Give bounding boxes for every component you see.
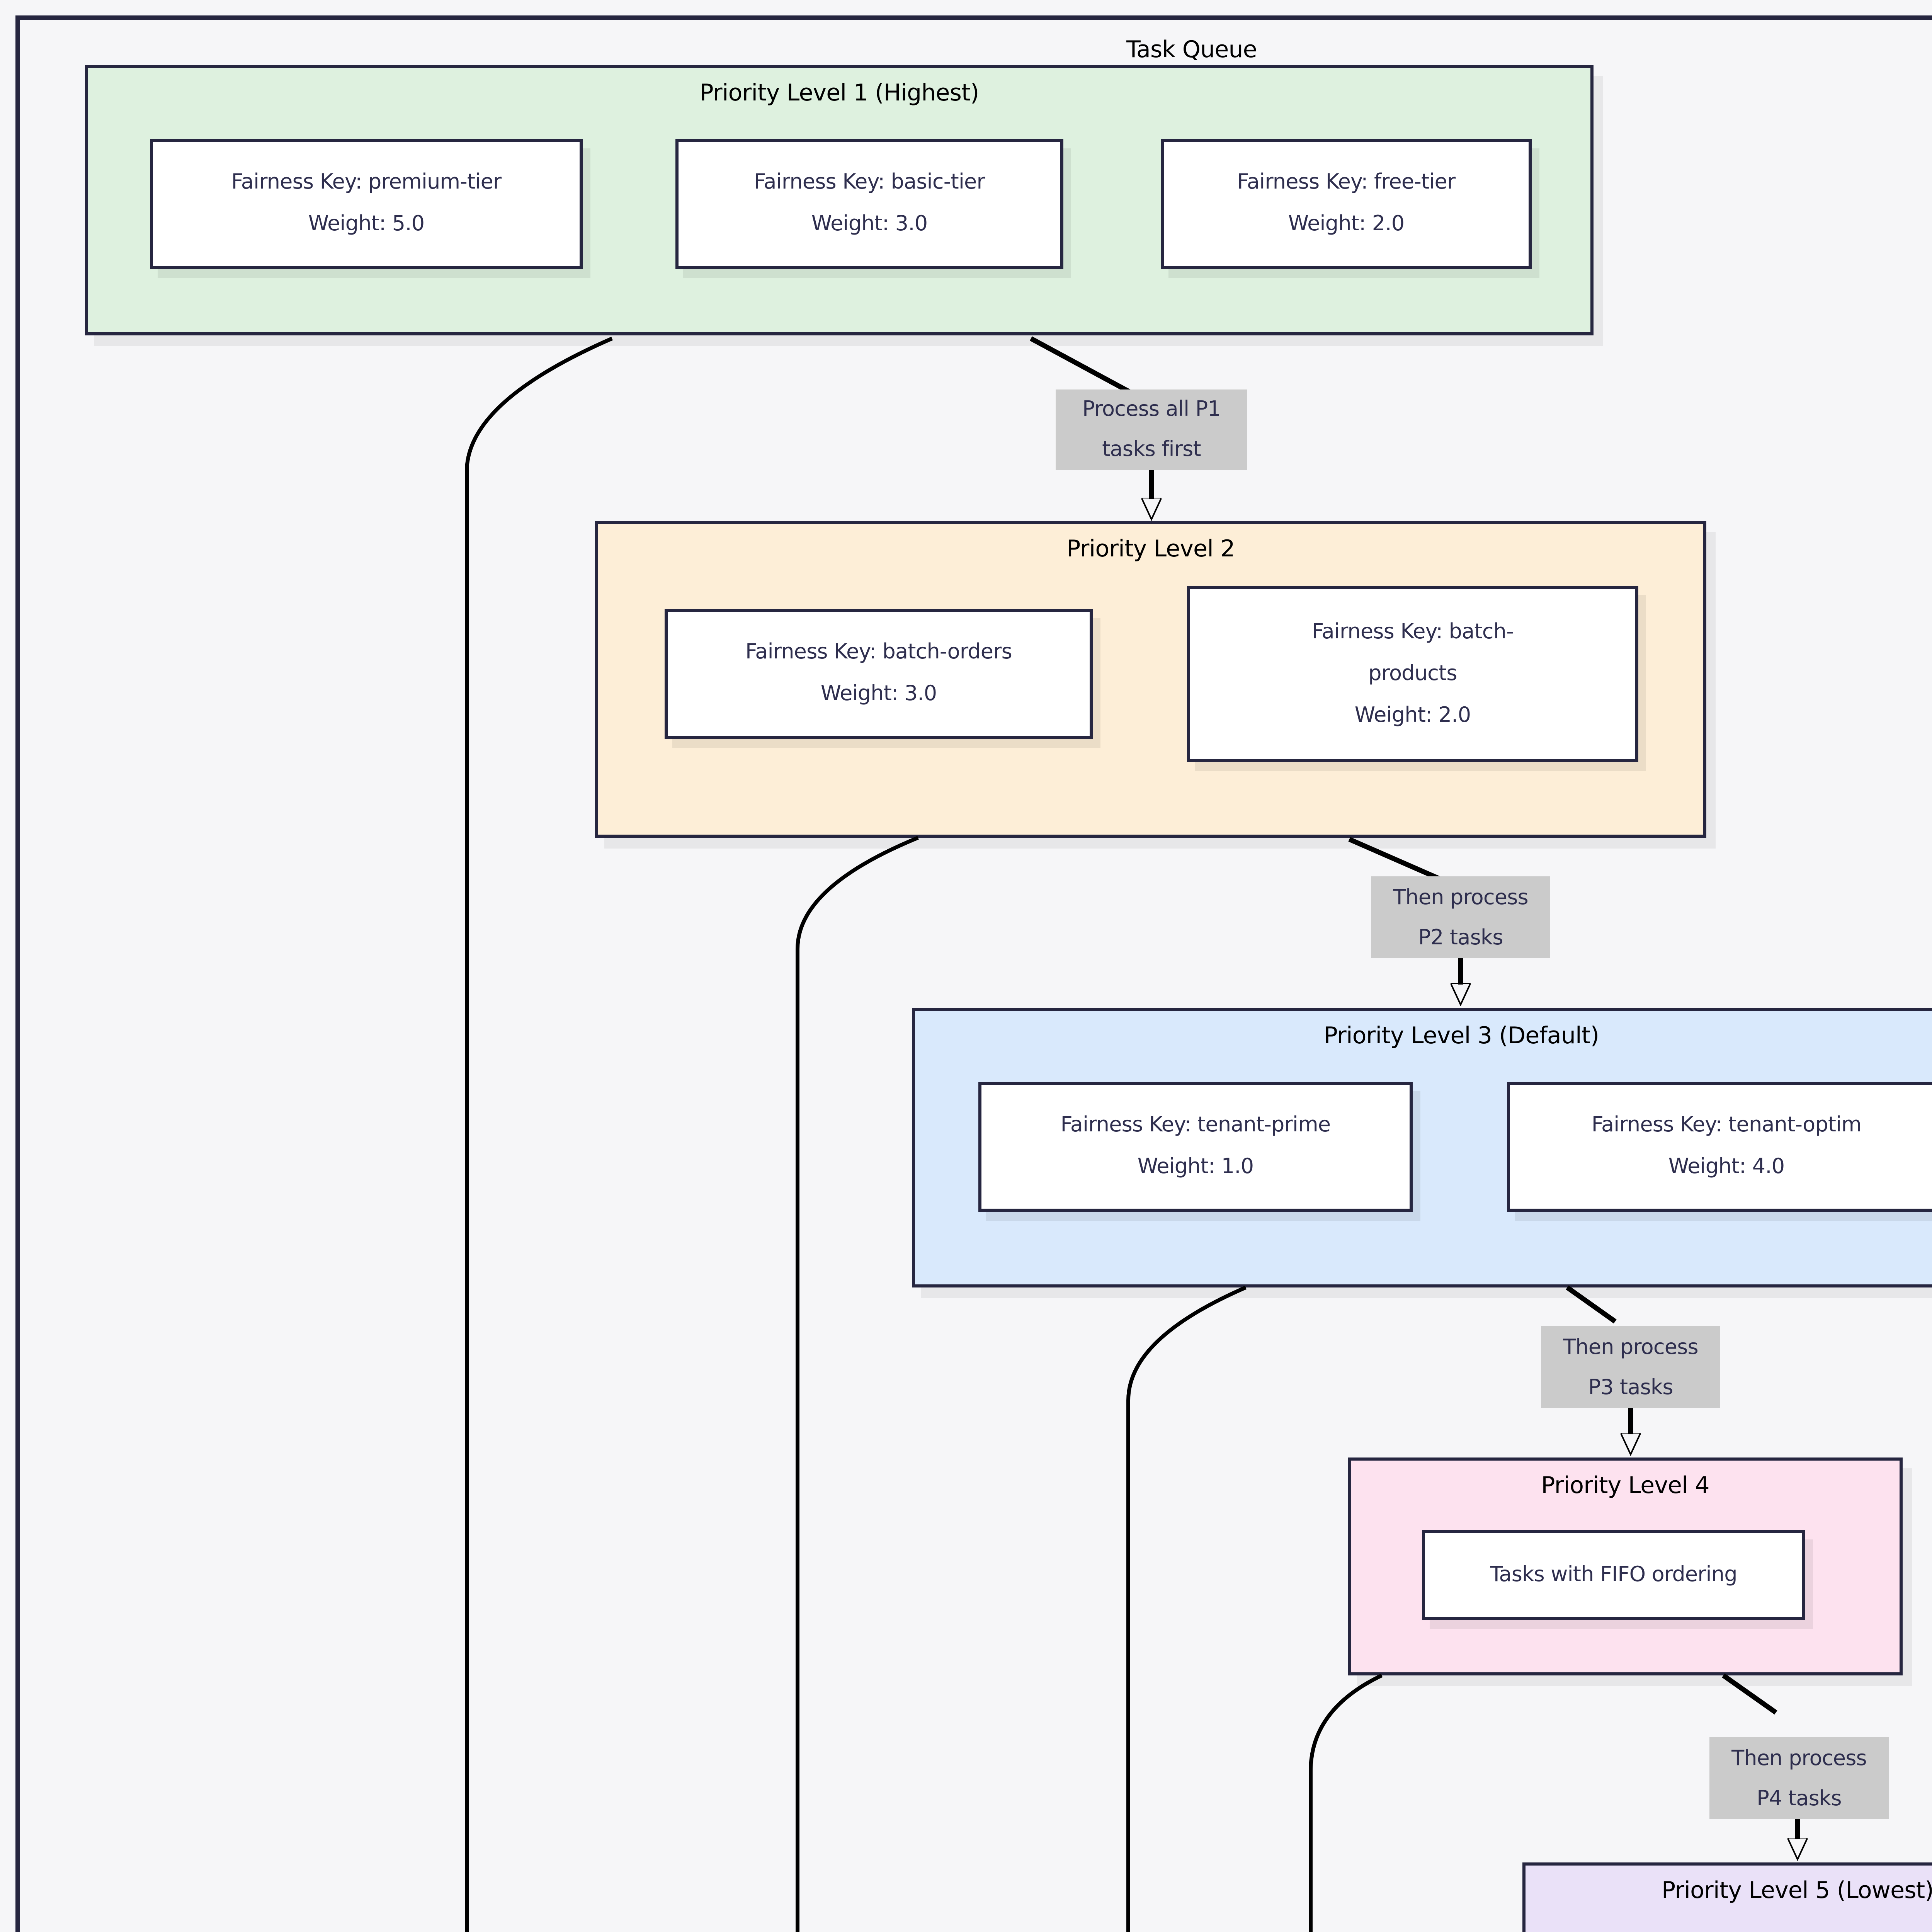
priority-level-5-group: Priority Level 5 (Lowest) Tasks with FIF…	[1522, 1862, 1932, 1932]
fairness-node-tenant-optim: Fairness Key: tenant-optim Weight: 4.0	[1507, 1082, 1932, 1212]
fairness-node-basic-tier: Fairness Key: basic-tier Weight: 3.0	[675, 139, 1063, 269]
node-line: Fairness Key: basic-tier	[754, 170, 985, 195]
edge-label-line: P4 tasks	[1757, 1786, 1842, 1811]
fairness-node-batch-products: Fairness Key: batch- products Weight: 2.…	[1187, 586, 1638, 762]
edge-label-p2-p3: Then process P2 tasks	[1371, 876, 1550, 958]
priority-level-3-title: Priority Level 3 (Default)	[1323, 1022, 1599, 1049]
fairness-node-premium-tier: Fairness Key: premium-tier Weight: 5.0	[150, 139, 583, 269]
edge-label-line: Then process	[1393, 885, 1529, 910]
priority-level-1-group: Priority Level 1 (Highest) Fairness Key:…	[85, 65, 1594, 335]
fifo-node-p4: Tasks with FIFO ordering	[1422, 1530, 1805, 1620]
node-line: Weight: 3.0	[811, 212, 928, 236]
priority-level-4-title: Priority Level 4	[1541, 1471, 1709, 1499]
task-queue-title: Task Queue	[1126, 36, 1257, 63]
fairness-node-batch-orders: Fairness Key: batch-orders Weight: 3.0	[665, 609, 1093, 739]
edge-label-line: Then process	[1731, 1746, 1867, 1770]
node-line: Weight: 2.0	[1354, 702, 1471, 727]
node-line: Fairness Key: batch-	[1312, 619, 1514, 644]
node-line: Fairness Key: tenant-prime	[1060, 1113, 1331, 1138]
edge-label-line: P3 tasks	[1588, 1375, 1673, 1400]
fairness-node-free-tier: Fairness Key: free-tier Weight: 2.0	[1161, 139, 1532, 269]
node-line: Weight: 2.0	[1288, 212, 1405, 236]
edge-label-line: Process all P1	[1082, 397, 1221, 422]
edge-label-line: Then process	[1563, 1335, 1699, 1359]
fairness-node-tenant-prime: Fairness Key: tenant-prime Weight: 1.0	[978, 1082, 1413, 1212]
priority-level-1-title: Priority Level 1 (Highest)	[699, 79, 980, 107]
node-line: Fairness Key: premium-tier	[231, 170, 502, 195]
node-line: Fairness Key: batch-orders	[745, 640, 1012, 665]
edge-label-p4-p5: Then process P4 tasks	[1709, 1737, 1889, 1819]
node-line: Weight: 4.0	[1668, 1155, 1785, 1179]
priority-level-5-title: Priority Level 5 (Lowest)	[1662, 1876, 1932, 1904]
node-line: products	[1368, 661, 1457, 685]
edge-label-p1-p2: Process all P1 tasks first	[1056, 389, 1247, 470]
node-line: Fairness Key: free-tier	[1237, 170, 1456, 195]
priority-level-2-group: Priority Level 2 Fairness Key: batch-ord…	[595, 521, 1706, 838]
node-line: Weight: 5.0	[308, 212, 425, 236]
priority-level-4-group: Priority Level 4 Tasks with FIFO orderin…	[1348, 1458, 1903, 1675]
edge-label-line: tasks first	[1102, 437, 1201, 462]
edge-label-line: P2 tasks	[1418, 925, 1503, 950]
priority-level-2-title: Priority Level 2	[1066, 535, 1235, 563]
node-line: Weight: 3.0	[820, 682, 937, 706]
node-line: Fairness Key: tenant-optim	[1591, 1113, 1862, 1138]
priority-level-3-group: Priority Level 3 (Default) Fairness Key:…	[912, 1008, 1932, 1287]
node-line: Tasks with FIFO ordering	[1490, 1562, 1737, 1587]
node-line: Weight: 1.0	[1137, 1155, 1254, 1179]
edge-label-p3-p4: Then process P3 tasks	[1541, 1326, 1720, 1408]
